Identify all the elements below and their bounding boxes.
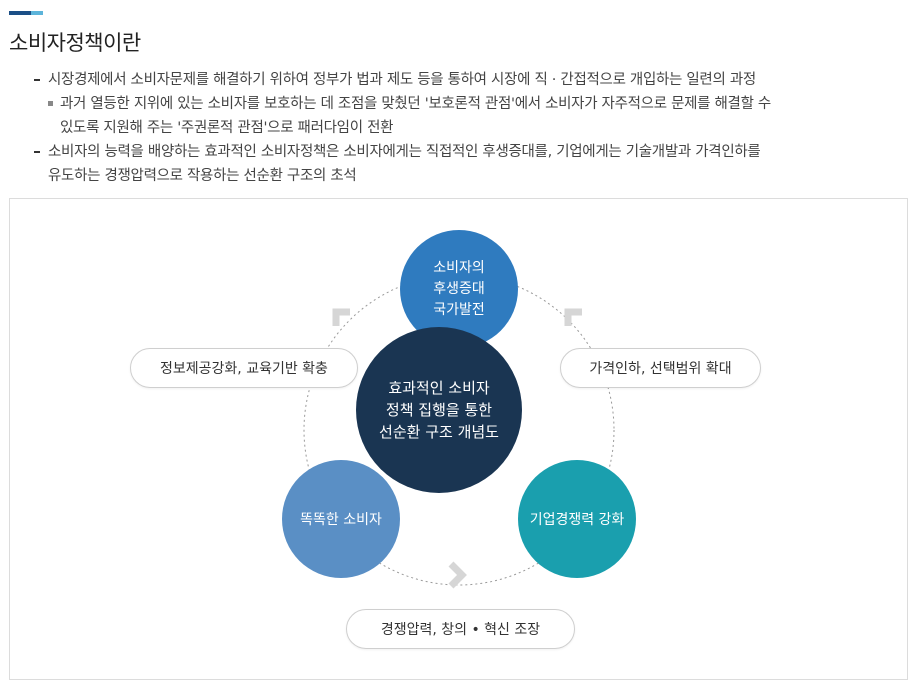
competitiveness-circle: 기업경쟁력 강화 bbox=[518, 460, 636, 578]
diagram-container bbox=[9, 198, 908, 680]
description-subitem: 과거 열등한 지위에 있는 소비자를 보호하는 데 조점을 맞췄던 '보호론적 … bbox=[30, 92, 910, 116]
arrow-up-right-icon bbox=[564, 308, 582, 326]
page-title: 소비자정책이란 bbox=[9, 31, 141, 55]
consumer-welfare-circle: 소비자의 후생증대 국가발전 bbox=[400, 230, 518, 348]
smart-consumer-circle: 똑똑한 소비자 bbox=[282, 460, 400, 578]
description-item: 소비자의 능력을 배양하는 효과적인 소비자정책은 소비자에게는 직접적인 후생… bbox=[30, 140, 910, 164]
title-accent-bar bbox=[9, 11, 43, 15]
concept-center-circle: 효과적인 소비자 정책 집행을 통한 선순환 구조 개념도 bbox=[356, 327, 522, 493]
arrow-right-icon bbox=[448, 561, 467, 589]
competition-innovation-label: 경쟁압력, 창의 • 혁신 조장 bbox=[346, 609, 575, 649]
price-choice-label: 가격인하, 선택범위 확대 bbox=[560, 348, 761, 388]
description-item: 시장경제에서 소비자문제를 해결하기 위하여 정부가 법과 제도 등을 통하여 … bbox=[30, 68, 910, 92]
arrow-up-left-icon bbox=[332, 308, 350, 326]
description-subitem-continued: 있도록 지원해 주는 '주권론적 관점'으로 패러다임이 전환 bbox=[60, 120, 394, 136]
info-education-label: 정보제공강화, 교육기반 확충 bbox=[130, 348, 358, 388]
description-item-continued: 유도하는 경쟁압력으로 작용하는 선순환 구조의 초석 bbox=[48, 168, 357, 184]
description: 시장경제에서 소비자문제를 해결하기 위하여 정부가 법과 제도 등을 통하여 … bbox=[30, 68, 910, 188]
